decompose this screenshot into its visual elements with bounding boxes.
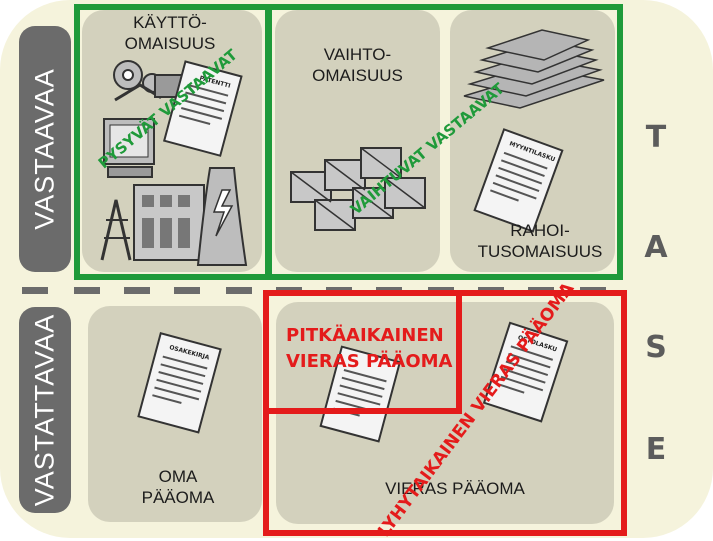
crate-icon — [290, 147, 426, 231]
vastaavaa-side-panel: VASTAAVAA — [19, 26, 71, 272]
vieras-paaoma-label: VIERAS PÄÄOMA — [385, 479, 525, 498]
tase-letter-t: T — [645, 120, 667, 155]
vaihtuvat-vastaavat-frame — [266, 4, 623, 280]
kayttoomaisuus-label: KÄYTTÖ- OMAISUUS — [124, 13, 216, 53]
document-icon: OSTOLASKU — [482, 321, 569, 423]
lightning-icon — [212, 189, 234, 237]
document-icon: OSAKEKIRJA — [137, 332, 222, 434]
pitkaaikainen-vieras-paaoma-frame — [263, 290, 462, 414]
pysyvat-vastaavat-frame — [74, 4, 271, 280]
tase-letter-s: S — [645, 330, 667, 365]
vastaavaa-label: VASTAAVAA — [29, 68, 60, 230]
pitkaaikainen-vieras-paaoma-label: PITKÄAIKAINEN VIERAS PÄÄOMA — [286, 325, 453, 372]
document-icon: PATENTTI — [162, 60, 243, 157]
computer-icon — [103, 118, 155, 178]
vastattavaa-label: VASTATTAVAA — [29, 313, 60, 507]
factory-icon — [100, 167, 248, 266]
money-stack-icon — [463, 29, 605, 109]
tase-letter-e: E — [645, 432, 667, 467]
vaihto-omaisuus-label: VAIHTO- OMAISUUS — [312, 45, 403, 85]
tase-letter-a: A — [644, 230, 668, 265]
vaihto-omaisuus-box — [275, 10, 440, 272]
rahoitusomaisuus-label: RAHOI- TUSOMAISUUS — [477, 221, 603, 261]
oma-paaoma-label: OMA PÄÄOMA — [141, 467, 215, 507]
vastattavaa-side-panel: VASTATTAVAA — [19, 307, 71, 513]
document-icon: MYYNTILASKU — [473, 128, 564, 233]
